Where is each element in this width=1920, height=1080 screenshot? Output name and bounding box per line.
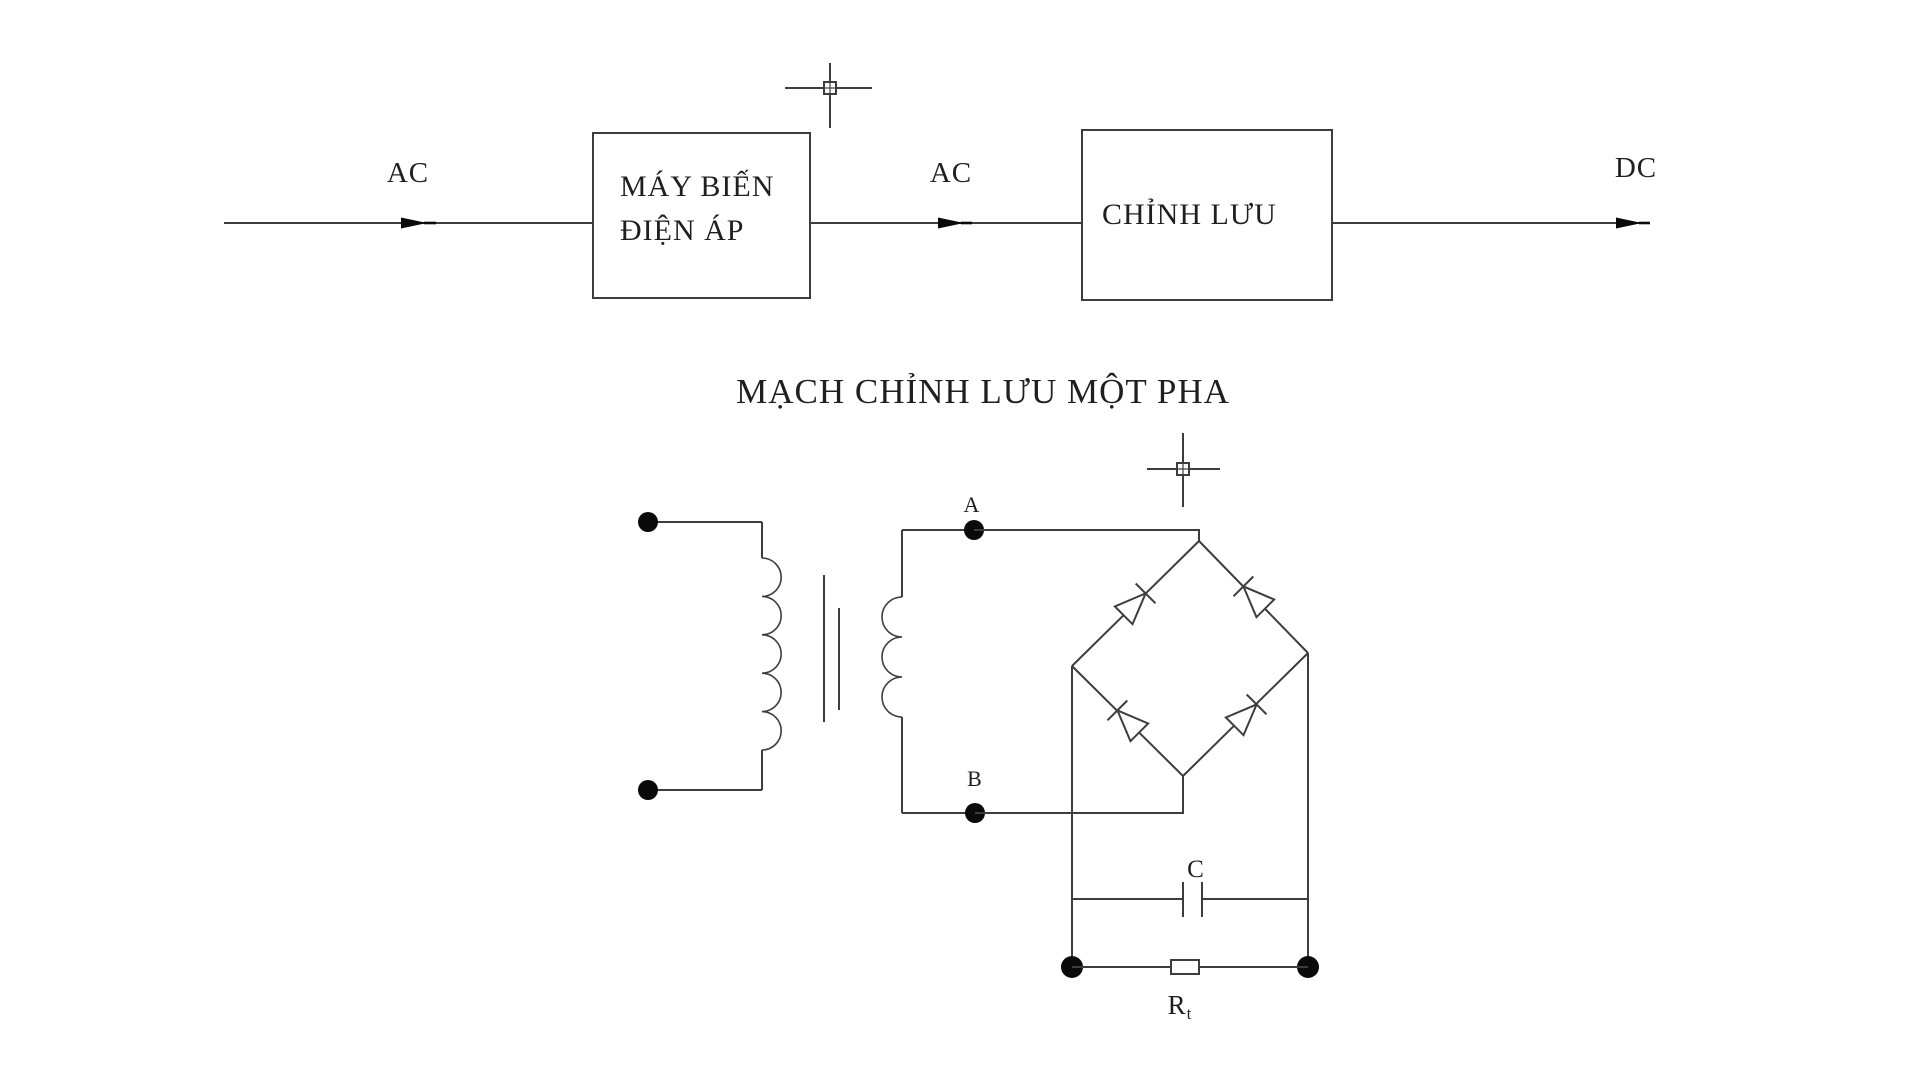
rectifier-schematic: A B — [638, 492, 1319, 1023]
load-resistor-icon — [1061, 956, 1319, 978]
transformer-icon — [638, 512, 975, 814]
wire-a-to-bridge — [974, 529, 1200, 541]
ac-mid-label: AC — [930, 157, 972, 189]
transformer-block-label-line1: MÁY BIẾN — [620, 169, 774, 203]
crosshair-cursor-icon — [1147, 433, 1220, 507]
diode-icon — [1113, 582, 1157, 626]
ac-input-label: AC — [387, 157, 429, 189]
capacitor-label: C — [1187, 856, 1205, 883]
rectifier-block-box — [1081, 129, 1333, 301]
node-b-label: B — [967, 766, 983, 791]
rectifier-block: CHỈNH LƯU — [1081, 129, 1333, 301]
arrow-icon — [401, 217, 436, 229]
transformer-block-label-line2: ĐIỆN ÁP — [620, 214, 745, 247]
resistor-label: Rt — [1168, 990, 1193, 1023]
bridge-rectifier-icon — [1071, 540, 1309, 777]
dc-output-label: DC — [1615, 152, 1657, 184]
arrow-icon — [938, 217, 972, 229]
primary-terminal-dot — [638, 780, 658, 800]
resistor-body — [1170, 959, 1200, 975]
transformer-block: MÁY BIẾN ĐIỆN ÁP — [592, 132, 811, 299]
schematic-title: MẠCH CHỈNH LƯU MỘT PHA — [736, 371, 1230, 411]
primary-terminal-dot — [638, 512, 658, 532]
primary-coil-icon — [761, 557, 782, 751]
capacitor-icon — [1072, 882, 1308, 917]
transformer-block-box — [592, 132, 811, 299]
block-diagram: AC AC DC MÁY BIẾN ĐIỆN ÁP CHỈNH LƯU — [224, 63, 1657, 301]
rectifier-block-label: CHỈNH LƯU — [1102, 198, 1277, 231]
secondary-coil-icon — [881, 596, 903, 718]
arrow-icon — [1616, 217, 1650, 229]
diode-icon — [1232, 575, 1276, 619]
crosshair-cursor-icon — [785, 63, 872, 128]
diode-icon — [1224, 693, 1268, 737]
node-a-label: A — [964, 492, 981, 517]
wire-b-to-bridge — [975, 776, 1184, 814]
diode-icon — [1106, 699, 1150, 743]
